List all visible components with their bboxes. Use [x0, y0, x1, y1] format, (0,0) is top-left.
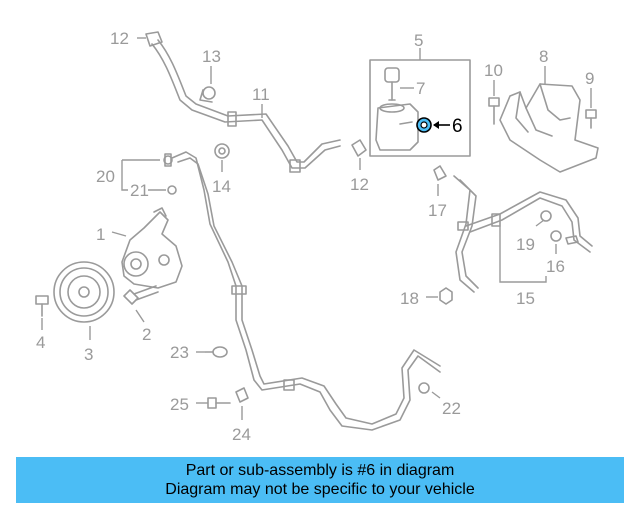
clamp-13 — [199, 86, 216, 103]
clamp-12-top — [145, 31, 163, 47]
callout-15[interactable]: 15 — [516, 289, 535, 308]
clamp-12-mid — [351, 139, 367, 157]
callout-23[interactable]: 23 — [170, 343, 189, 362]
callout-4[interactable]: 4 — [36, 333, 45, 352]
seal-21 — [167, 185, 177, 195]
bolt-25 — [207, 397, 231, 409]
reservoir-bracket-8 — [499, 83, 599, 173]
callout-3[interactable]: 3 — [84, 345, 93, 364]
pressure-line-right — [453, 175, 593, 293]
callout-17[interactable]: 17 — [428, 201, 447, 220]
nut-18 — [439, 287, 453, 305]
pressure-hose-main — [171, 151, 441, 431]
seal-19 — [540, 210, 552, 222]
return-hose-upper — [151, 39, 341, 173]
bolt-10 — [488, 97, 500, 125]
clamp-14 — [214, 143, 230, 159]
callout-14[interactable]: 14 — [212, 177, 231, 196]
callout-6[interactable]: 6 — [452, 116, 463, 137]
reservoir-body — [375, 103, 419, 151]
callout-20[interactable]: 20 — [96, 167, 115, 186]
clamp-17 — [433, 165, 447, 181]
callout-22[interactable]: 22 — [442, 399, 461, 418]
fitting-16 — [550, 230, 579, 245]
callout-21[interactable]: 21 — [130, 181, 149, 200]
clamp-24 — [235, 387, 249, 403]
bolt-2 — [123, 285, 159, 305]
banner-line-2: Diagram may not be specific to your vehi… — [165, 481, 475, 498]
fitting-23 — [205, 346, 228, 358]
callout-25[interactable]: 25 — [170, 395, 189, 414]
callout-13[interactable]: 13 — [202, 47, 221, 66]
callout-19[interactable]: 19 — [516, 235, 535, 254]
callout-12-top[interactable]: 12 — [110, 29, 129, 48]
callout-12-mid[interactable]: 12 — [350, 175, 369, 194]
bolt-4 — [35, 295, 49, 317]
seal-22 — [418, 382, 430, 394]
callout-5: 5 — [414, 31, 423, 50]
callout-1[interactable]: 1 — [96, 225, 105, 244]
callout-2[interactable]: 2 — [142, 325, 151, 344]
callout-8[interactable]: 8 — [539, 47, 548, 66]
callout-7[interactable]: 7 — [416, 79, 425, 98]
pulley-3 — [53, 261, 115, 323]
reservoir-cap-7 — [384, 67, 400, 101]
power-steering-pump-1 — [121, 207, 183, 289]
info-banner: Part or sub-assembly is #6 in diagram Di… — [16, 457, 624, 503]
callout-11[interactable]: 11 — [252, 85, 270, 104]
banner-line-1: Part or sub-assembly is #6 in diagram — [185, 462, 455, 479]
callout-16[interactable]: 16 — [546, 257, 565, 276]
seal-ring-6-highlighted[interactable] — [416, 117, 432, 133]
banjo-fitting-20 — [163, 153, 173, 167]
callout-18[interactable]: 18 — [400, 289, 419, 308]
callout-9[interactable]: 9 — [585, 69, 594, 88]
parts-diagram: 12 13 11 14 12 5 7 6 — [35, 29, 599, 444]
callout-10[interactable]: 10 — [484, 61, 503, 80]
bracket-15-leader — [499, 226, 547, 283]
callout-24[interactable]: 24 — [232, 425, 251, 444]
bolt-9 — [585, 109, 597, 129]
